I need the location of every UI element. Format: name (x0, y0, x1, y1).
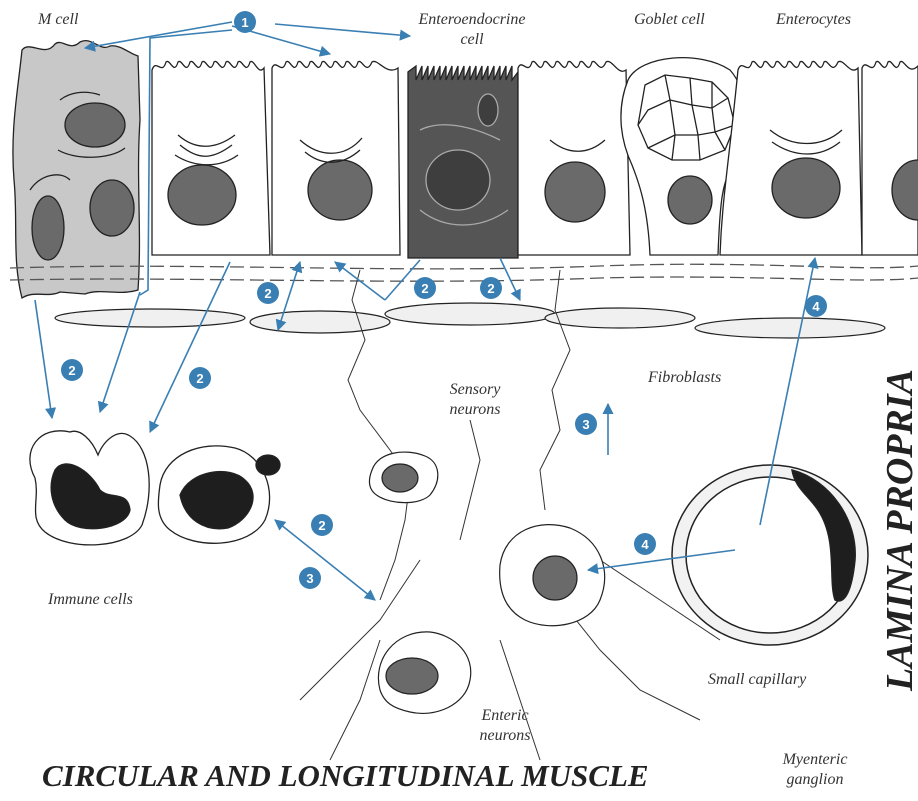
marker-2b: 2 (414, 277, 436, 299)
label-myenteric-line2: ganglion (770, 770, 860, 790)
enteroendocrine-cell (408, 66, 518, 258)
marker-3b: 3 (575, 413, 597, 435)
label-goblet-cell: Goblet cell (634, 10, 705, 30)
enterocyte-2 (272, 61, 400, 255)
label-muscle: CIRCULAR AND LONGITUDINAL MUSCLE (42, 758, 649, 794)
marker-2e: 2 (189, 367, 211, 389)
epithelium (10, 41, 918, 298)
marker-1: 1 (234, 11, 256, 33)
marker-2d: 2 (61, 359, 83, 381)
marker-4b: 4 (634, 533, 656, 555)
svg-text:1: 1 (241, 15, 248, 30)
label-enteroendocrine: Enteroendocrine cell (408, 10, 536, 50)
svg-text:2: 2 (318, 518, 325, 533)
label-enterocytes: Enterocytes (776, 10, 851, 30)
label-lamina-propria: LAMINA PROPRIA (878, 365, 918, 695)
label-sensory-line1: Sensory (440, 380, 510, 400)
svg-text:3: 3 (306, 571, 313, 586)
fibroblast-layer (55, 303, 885, 338)
enterocyte-1 (152, 61, 270, 255)
nerve-fibers (300, 270, 720, 760)
svg-text:2: 2 (264, 286, 271, 301)
label-small-capillary: Small capillary (708, 670, 806, 690)
basement-membrane (10, 264, 918, 281)
marker-3a: 3 (299, 567, 321, 589)
svg-text:4: 4 (812, 299, 820, 314)
label-m-cell: M cell (38, 10, 78, 30)
label-enteroendocrine-line2: cell (408, 30, 536, 50)
svg-text:2: 2 (421, 281, 428, 296)
svg-text:4: 4 (641, 537, 649, 552)
label-enteric-neurons: Enteric neurons (470, 706, 540, 746)
marker-4a: 4 (805, 295, 827, 317)
svg-text:2: 2 (196, 371, 203, 386)
label-myenteric-ganglion: Myenteric ganglion (770, 750, 860, 790)
label-enteric-line1: Enteric (470, 706, 540, 726)
label-enteric-line2: neurons (470, 726, 540, 746)
m-cell (13, 41, 140, 298)
svg-text:3: 3 (582, 417, 589, 432)
svg-text:2: 2 (487, 281, 494, 296)
immune-cells (30, 431, 280, 545)
enterocyte-3 (518, 61, 630, 255)
label-immune-cells: Immune cells (48, 590, 133, 610)
label-sensory-line2: neurons (440, 400, 510, 420)
marker-2a: 2 (257, 282, 279, 304)
label-sensory-neurons: Sensory neurons (440, 380, 510, 420)
label-myenteric-line1: Myenteric (770, 750, 860, 770)
svg-text:2: 2 (68, 363, 75, 378)
enterocyte-4 (720, 61, 862, 255)
marker-2c: 2 (480, 277, 502, 299)
label-fibroblasts: Fibroblasts (648, 368, 721, 388)
marker-2f: 2 (311, 514, 333, 536)
label-enteroendocrine-line1: Enteroendocrine (408, 10, 536, 30)
enterocyte-5 (862, 61, 918, 255)
